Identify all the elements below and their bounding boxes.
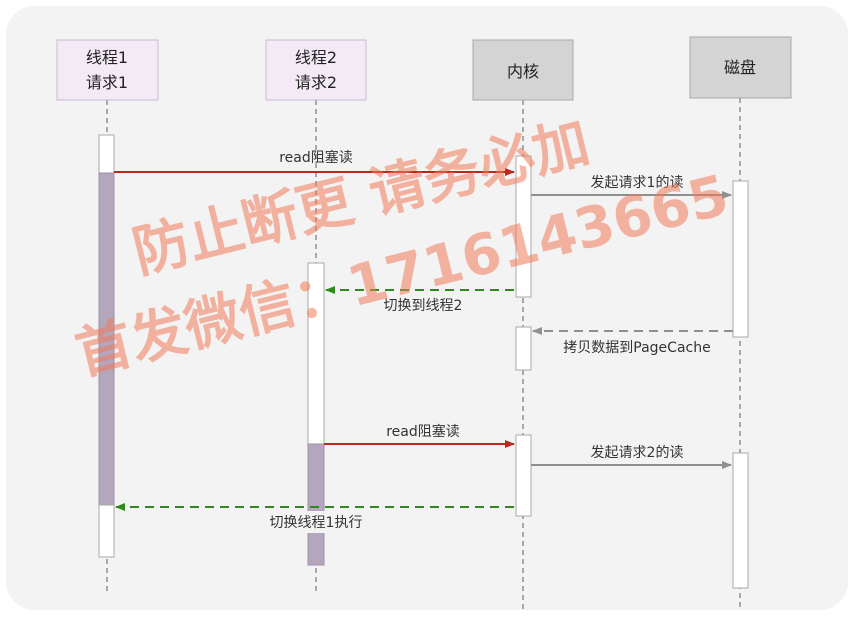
message-read-block-2: read阻塞读 (324, 420, 515, 448)
participant-kernel: 内核 (472, 39, 574, 101)
message-disk-request-2-label: 发起请求2的读 (591, 444, 684, 461)
activation-thread1-resume (98, 504, 115, 558)
message-read-block-2-label: read阻塞读 (386, 423, 460, 440)
participant-thread2-line2: 请求2 (295, 73, 337, 92)
participant-thread1-line2: 请求1 (86, 73, 128, 92)
participant-thread2: 线程2 请求2 (265, 39, 367, 101)
activation-kernel-2 (515, 326, 532, 371)
participant-thread2-line1: 线程2 (295, 48, 337, 67)
message-switch-thread1-label: 切换线程1执行 (270, 514, 363, 531)
participant-disk-label: 磁盘 (724, 58, 756, 77)
message-read-block-1: read阻塞读 (114, 149, 515, 176)
participant-thread1: 线程1 请求1 (56, 39, 159, 101)
activation-thread2-blocked (307, 443, 325, 566)
message-disk-request-1-label: 发起请求1的读 (591, 174, 684, 191)
participant-disk: 磁盘 (689, 36, 792, 99)
participant-kernel-label: 内核 (507, 62, 539, 81)
activation-thread1-top (98, 134, 115, 174)
message-copy-pagecache-label: 拷贝数据到PageCache (563, 340, 710, 356)
message-switch-thread2: 切换到线程2 (325, 286, 514, 316)
activation-disk-2 (732, 452, 749, 589)
participant-thread1-line1: 线程1 (86, 48, 128, 67)
activation-kernel-3 (515, 434, 532, 517)
message-disk-request-2: 发起请求2的读 (531, 441, 732, 469)
message-switch-thread2-label: 切换到线程2 (384, 297, 463, 314)
message-switch-thread1: 切换线程1执行 (115, 503, 514, 533)
message-read-block-1-label: read阻塞读 (279, 149, 353, 166)
message-disk-request-1: 发起请求1的读 (531, 174, 732, 199)
activation-disk-1 (732, 180, 749, 338)
message-copy-pagecache: 拷贝数据到PageCache (532, 327, 733, 358)
activation-kernel-1 (515, 155, 532, 298)
